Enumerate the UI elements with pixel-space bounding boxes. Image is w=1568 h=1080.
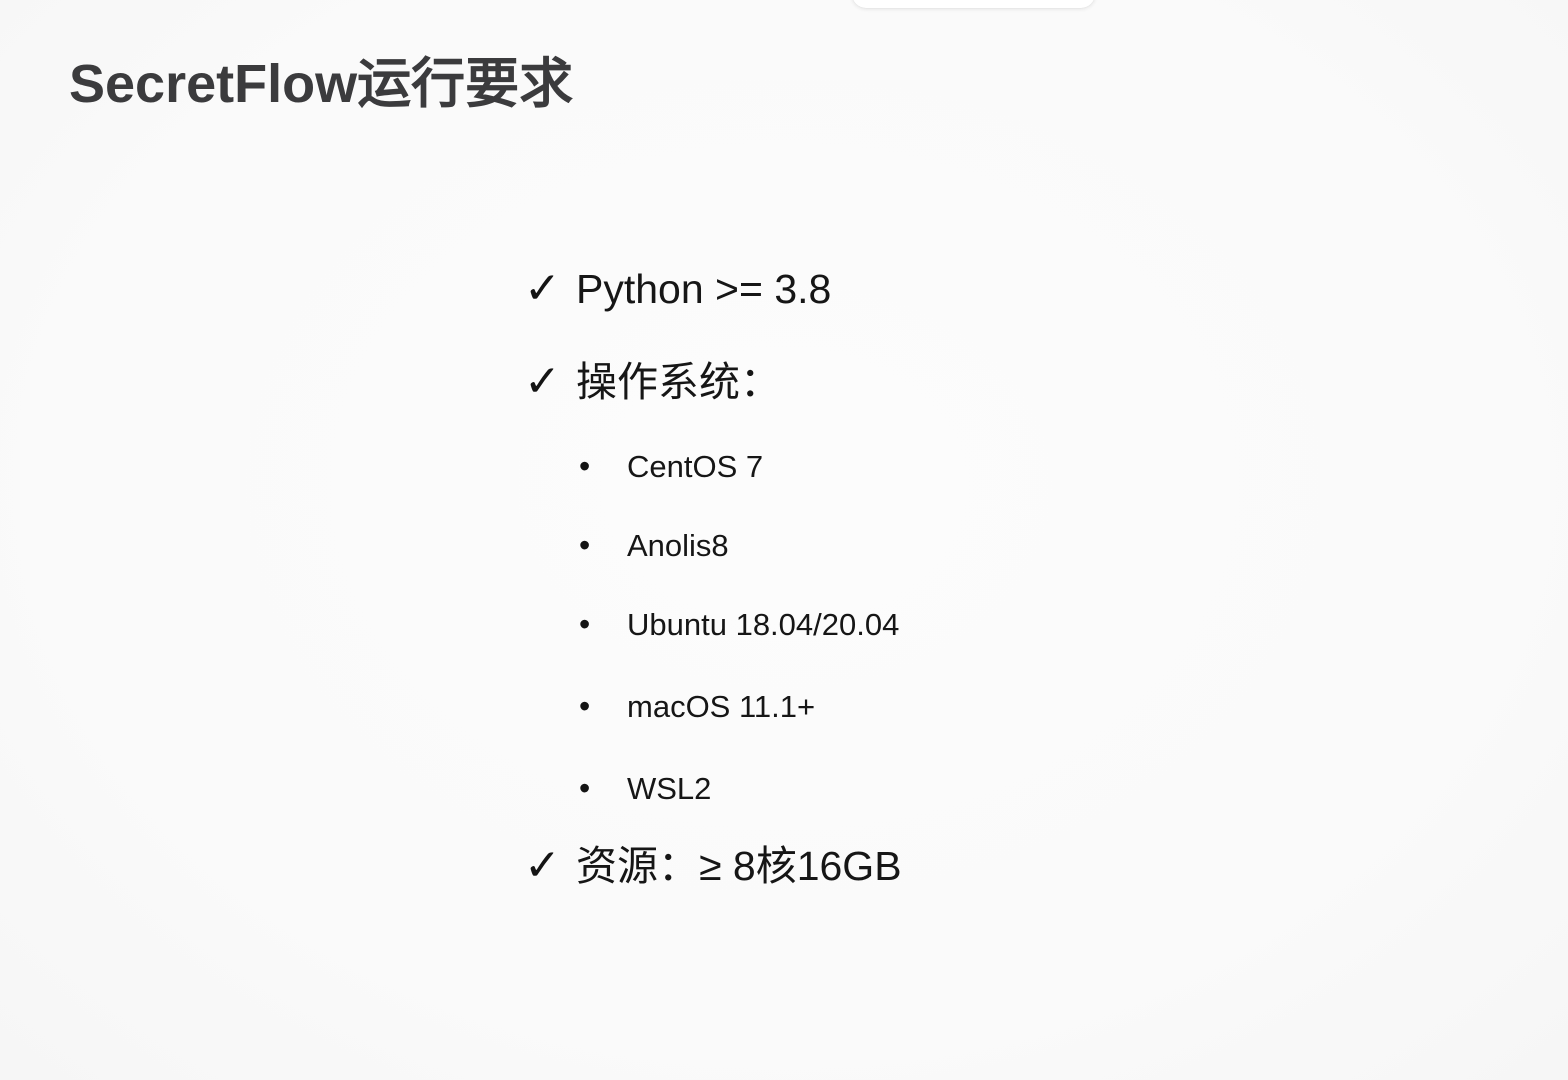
os-option-macos: • macOS 11.1+ bbox=[579, 688, 815, 725]
bullet-icon: • bbox=[579, 688, 591, 724]
os-option-centos: • CentOS 7 bbox=[579, 448, 763, 485]
bullet-icon: • bbox=[579, 606, 591, 642]
requirement-python: ✓ Python >= 3.8 bbox=[524, 264, 832, 313]
bullet-icon: • bbox=[579, 770, 591, 806]
os-option-label: macOS 11.1+ bbox=[627, 689, 816, 724]
check-icon: ✓ bbox=[524, 841, 561, 890]
requirement-os: ✓ 操作系统： bbox=[524, 357, 781, 406]
os-option-label: CentOS 7 bbox=[627, 449, 764, 484]
os-option-label: WSL2 bbox=[627, 771, 712, 806]
os-option-label: Anolis8 bbox=[627, 528, 729, 563]
floating-overlay-pill bbox=[852, 0, 1095, 8]
check-icon: ✓ bbox=[524, 357, 561, 406]
requirement-label: Python >= 3.8 bbox=[576, 266, 832, 312]
requirement-label: 操作系统： bbox=[576, 359, 781, 405]
page-title: SecretFlow运行要求 bbox=[69, 54, 574, 114]
bullet-icon: • bbox=[579, 527, 591, 563]
os-option-anolis: • Anolis8 bbox=[579, 527, 729, 564]
os-option-wsl2: • WSL2 bbox=[579, 770, 711, 807]
requirement-label: 资源：≥ 8核16GB bbox=[576, 843, 902, 889]
os-option-ubuntu: • Ubuntu 18.04/20.04 bbox=[579, 606, 899, 643]
check-icon: ✓ bbox=[524, 264, 561, 313]
os-option-label: Ubuntu 18.04/20.04 bbox=[627, 607, 900, 642]
bullet-icon: • bbox=[579, 448, 591, 484]
requirement-resources: ✓ 资源：≥ 8核16GB bbox=[524, 841, 902, 890]
